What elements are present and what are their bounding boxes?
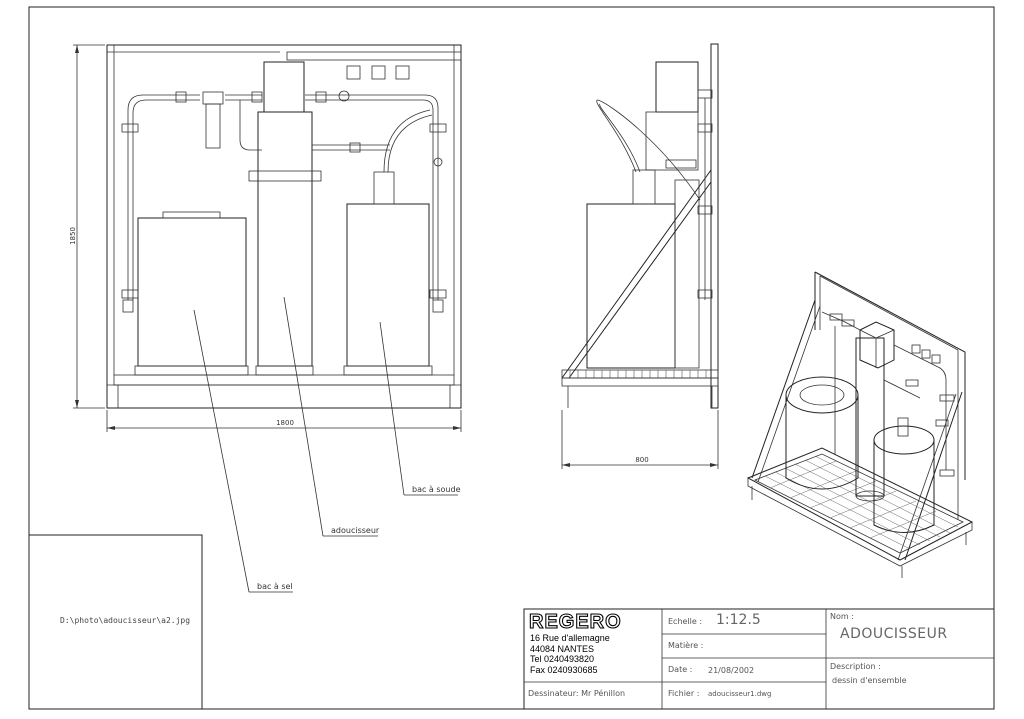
address-line: 44084 NANTES — [530, 643, 595, 654]
label-bac-a-sel: bac à sel — [257, 582, 293, 591]
title-block — [28, 534, 995, 710]
drafter-text: Dessinateur: Mr Pénillon — [528, 689, 626, 698]
side-width-dimension: 800 — [635, 456, 648, 464]
company-logo: REGERO — [528, 609, 628, 633]
echelle-value: 1:12.5 — [716, 612, 761, 628]
label-adoucisseur: adoucisseur — [331, 526, 380, 535]
fax-line: Fax 0240930685 — [530, 664, 598, 675]
front-height-dimension: 1850 — [69, 227, 77, 245]
bac-a-soude-tank — [346, 203, 430, 367]
date-value: 21/08/2002 — [708, 666, 755, 675]
phone-line: Tel 0240493820 — [530, 654, 595, 664]
fichier-label: Fichier : — [668, 689, 700, 698]
fichier-value: adoucisseur1.dwg — [708, 690, 772, 698]
iso-softener-column — [855, 337, 885, 497]
sheet-border — [28, 6, 995, 710]
front-view: 1850 1800 bac à soude adoucisseur bac à … — [69, 44, 462, 593]
nom-value: ADOUCISSEUR — [840, 626, 948, 642]
address-line: 16 Rue d'allemagne — [530, 633, 610, 643]
adoucisseur-column — [257, 111, 313, 367]
matiere-label: Matière : — [668, 641, 704, 650]
side-view: 800 — [561, 43, 719, 469]
nom-label: Nom : — [830, 612, 854, 621]
bac-a-sel-tank — [137, 217, 247, 367]
description-label: Description : — [830, 662, 881, 671]
file-path-text: D:\photo\adoucisseur\a2.jpg — [60, 616, 191, 625]
date-label: Date : — [668, 665, 693, 674]
company-address: 16 Rue d'allemagne 44084 NANTES Tel 0240… — [530, 633, 610, 675]
side-grating — [569, 370, 707, 378]
label-bac-a-soude: bac à soude — [412, 485, 461, 494]
company-name: REGERO — [529, 611, 622, 633]
echelle-label: Echelle : — [668, 617, 703, 626]
isometric-view — [746, 271, 974, 578]
front-width-dimension: 1800 — [276, 419, 294, 427]
description-value: dessin d'ensemble — [832, 676, 907, 685]
